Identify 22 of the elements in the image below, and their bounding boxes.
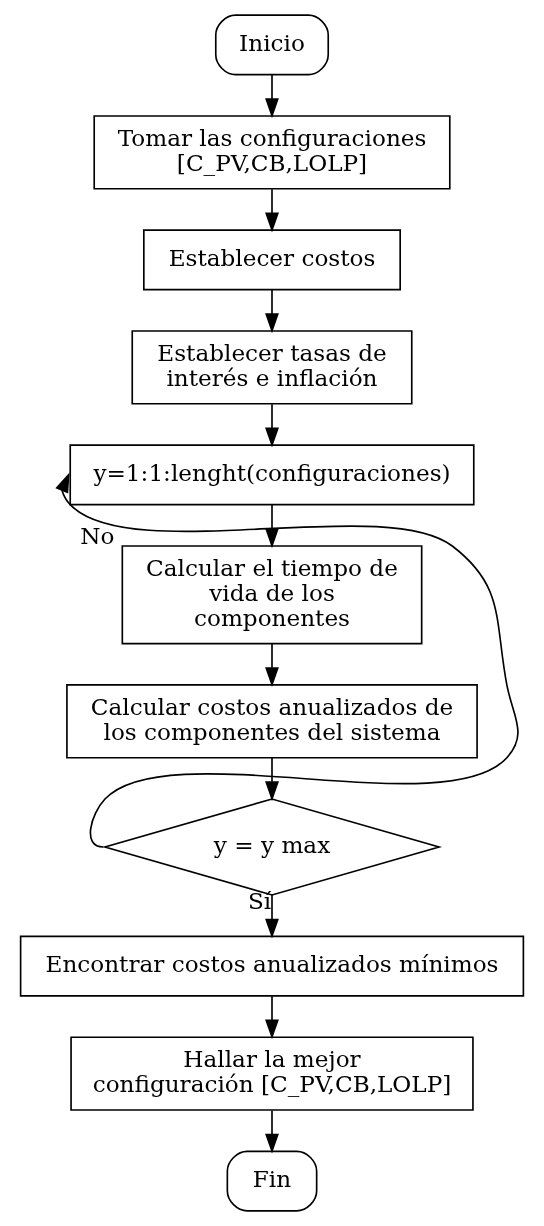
arrow — [265, 503, 279, 549]
arrow — [265, 188, 279, 233]
node-box: Inicio — [214, 14, 330, 76]
arrow — [265, 289, 279, 334]
arrow — [265, 756, 279, 802]
arrow — [265, 642, 279, 688]
node-box: Fin — [226, 1150, 318, 1212]
node-box: Tomar las configuraciones [C_PV,CB,LOLP] — [93, 115, 451, 190]
arrow — [265, 74, 279, 119]
arrow — [265, 894, 279, 939]
node-box: Hallar la mejor configuración [C_PV,CB,LOLP] — [70, 1036, 474, 1111]
arrow — [265, 995, 279, 1040]
node-box: Establecer tasas de interés e inflación — [131, 330, 413, 405]
node-box: y=1:1:lenght(configuraciones) — [69, 444, 475, 506]
arrow — [55, 472, 519, 848]
node-box: Calcular costos anualizados de los componentes del sistema — [66, 684, 478, 759]
node-box: Encontrar costos anualizados mínimos — [19, 935, 525, 997]
node-box: Establecer costos — [143, 229, 401, 291]
edge-label: No — [80, 523, 115, 550]
arrow — [265, 403, 279, 448]
arrow — [265, 1109, 279, 1154]
node-box: Calcular el tiempo de vida de los componentes — [121, 545, 423, 645]
